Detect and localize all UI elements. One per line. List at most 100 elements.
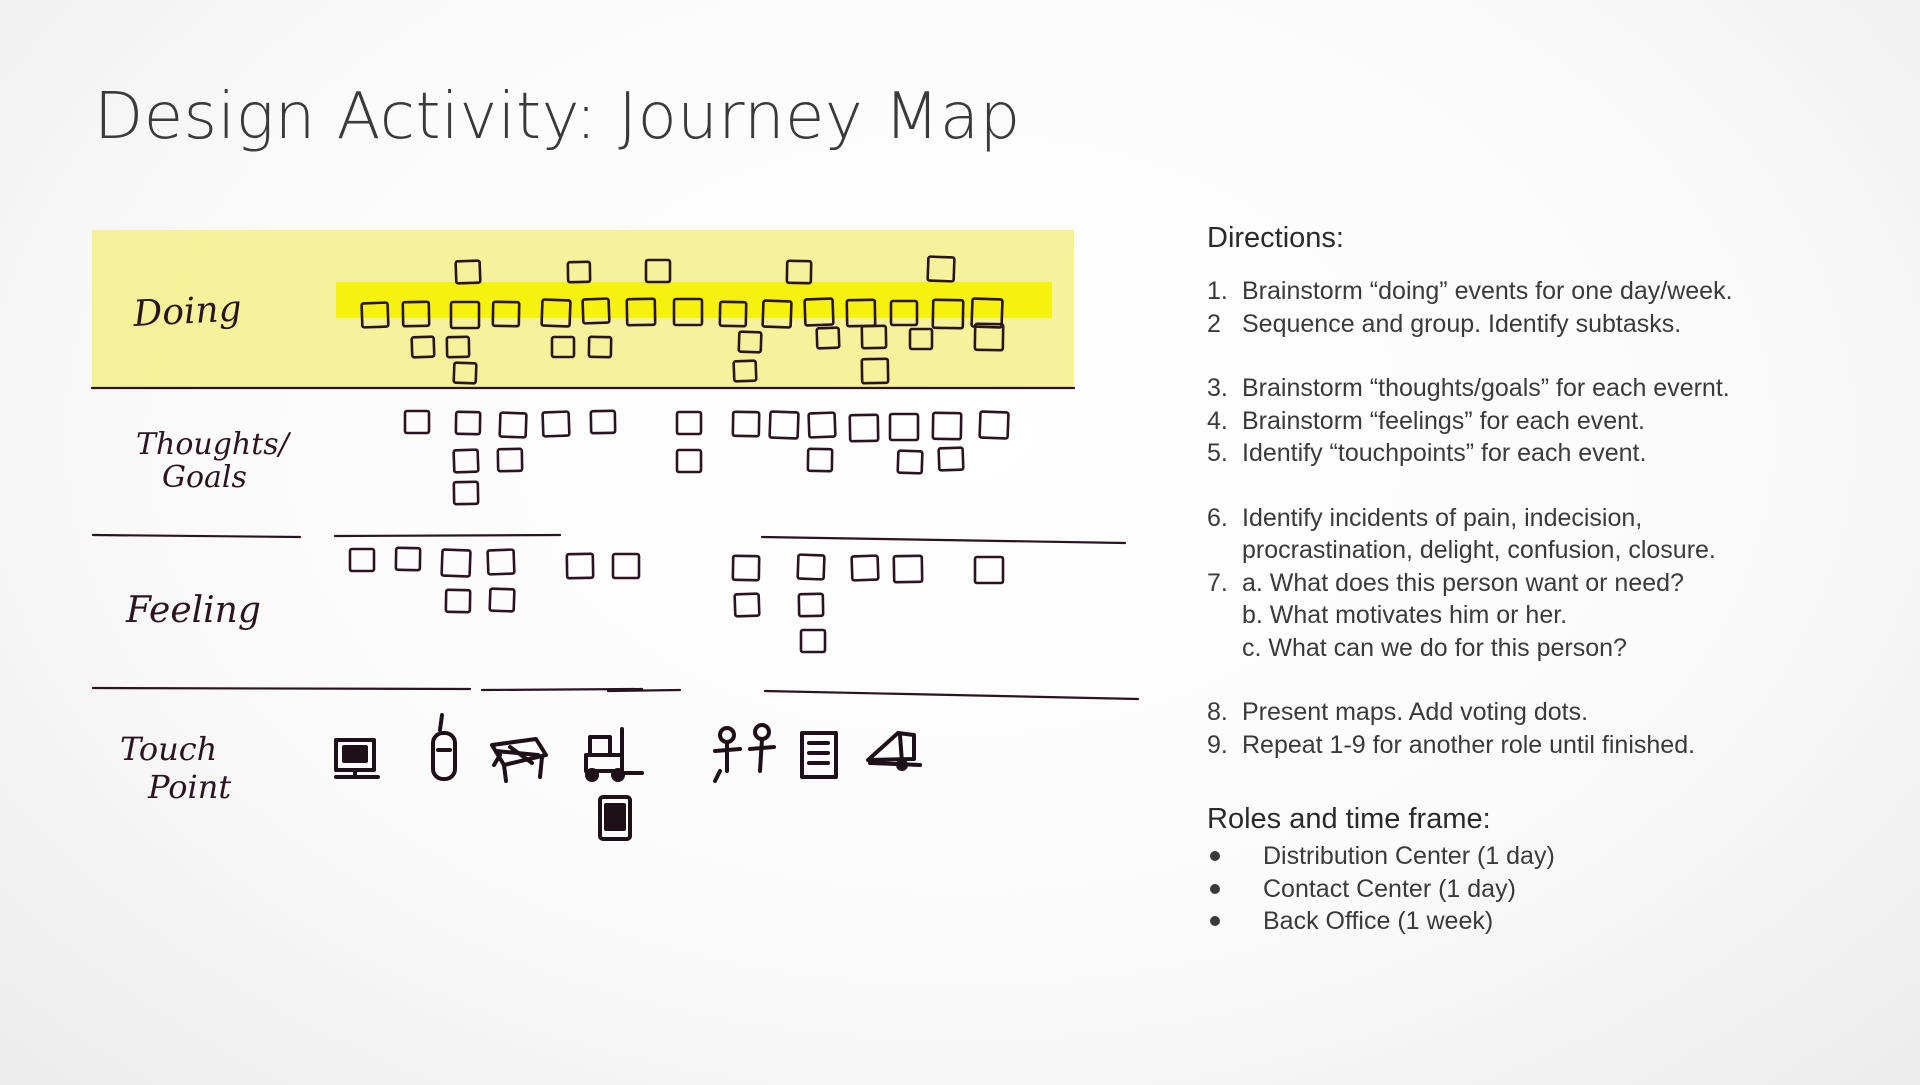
step-text: Identify “touchpoints” for each event. <box>1242 439 1647 467</box>
step-4: 4. Brainstorm “feelings” for each event. <box>1207 405 1847 438</box>
sticky-note-square <box>452 361 478 385</box>
sticky-note-square <box>625 297 657 327</box>
sticky-note-square <box>737 330 763 354</box>
sticky-note-square <box>449 300 481 330</box>
step-number: 8. <box>1207 698 1228 726</box>
sticky-note-square <box>926 255 956 283</box>
step-text: Identify incidents of pain, indecision, <box>1242 503 1643 532</box>
step-1: 1. Brainstorm “doing” events for one day/… <box>1207 275 1847 308</box>
step-number: 7. <box>1207 568 1228 597</box>
step-text: Repeat 1-9 for another role until finish… <box>1242 730 1696 759</box>
sticky-note-square <box>896 449 924 475</box>
step-text: Brainstorm “thoughts/goals” for each eve… <box>1242 374 1730 402</box>
step-text: Sequence and group. Identify subtasks. <box>1242 309 1682 338</box>
directions-heading: Directions: <box>1207 222 1344 254</box>
sticky-note-square <box>496 447 524 473</box>
role-item: Back Office (1 week) <box>1207 905 1847 938</box>
sticky-note-square <box>937 446 965 472</box>
sticky-note-square <box>394 546 422 572</box>
sticky-note-square <box>589 409 617 435</box>
sticky-note-square <box>978 410 1010 440</box>
people-icon <box>713 723 776 783</box>
sticky-note-square <box>540 298 572 328</box>
step-text: Present maps. Add voting dots. <box>1242 698 1589 726</box>
sticky-note-square <box>888 412 920 442</box>
sticky-note-square <box>401 300 431 328</box>
step-8: 8. Present maps. Add voting dots. <box>1207 696 1847 729</box>
package-icon <box>490 737 548 783</box>
sticky-note-square <box>931 298 965 330</box>
sticky-note-square <box>452 480 480 506</box>
step-text: Brainstorm “doing” events for one day/we… <box>1242 277 1733 305</box>
sticky-note-square <box>797 592 825 618</box>
step-number: 3. <box>1207 374 1228 402</box>
sticky-note-square <box>761 299 793 329</box>
sticky-note-square <box>445 335 471 359</box>
directions-panel: Directions: 1. Brainstorm “doing” events … <box>1207 222 1847 938</box>
sticky-note-square <box>675 448 703 474</box>
row-label-goals: Goals <box>162 460 247 495</box>
sticky-note-square <box>806 447 834 473</box>
sticky-note-square <box>403 409 431 435</box>
sticky-note-square <box>860 357 890 385</box>
sticky-note-square <box>491 300 521 328</box>
role-item: Contact Center (1 day) <box>1207 873 1847 906</box>
step-6: 6. Identify incidents of pain, indecision… <box>1207 502 1847 535</box>
sticky-note-square <box>675 410 703 436</box>
sticky-note-square <box>815 326 841 350</box>
monitor-icon <box>334 738 380 779</box>
bullet-icon <box>1210 916 1220 927</box>
role-text: Contact Center (1 day) <box>1263 874 1516 903</box>
sticky-note-square <box>803 297 835 327</box>
mobile-device-icon <box>598 795 632 841</box>
step-number: 4. <box>1207 406 1228 435</box>
delivery-truck-icon <box>866 731 922 771</box>
step-number: 5. <box>1207 439 1228 467</box>
sticky-note-square <box>768 410 800 440</box>
sticky-note-square <box>360 301 390 329</box>
sticky-note-square <box>731 410 761 438</box>
sticky-note-square <box>611 552 641 580</box>
step-number: 9. <box>1207 730 1228 759</box>
sticky-note-square <box>718 300 748 328</box>
step-number: 1. <box>1207 277 1228 305</box>
sticky-note-square <box>672 297 704 327</box>
sticky-note-square <box>444 588 472 614</box>
sticky-note-square <box>488 587 516 613</box>
step-text: a. What does this person want or need? <box>1242 568 1684 597</box>
step-text: Brainstorm “feelings” for each event. <box>1242 406 1645 435</box>
sticky-note-square <box>807 411 837 439</box>
step-7c: c. What can we do for this person? <box>1207 632 1847 665</box>
sticky-note-square <box>908 327 934 351</box>
sticky-note-square <box>498 411 528 439</box>
sticky-note-square <box>565 552 595 580</box>
sticky-note-square <box>892 554 924 584</box>
sticky-note-square <box>550 335 576 359</box>
sticky-note-square <box>733 592 761 618</box>
sticky-note-square <box>410 335 436 359</box>
bullet-icon <box>1210 851 1220 862</box>
sticky-note-square <box>566 260 592 284</box>
step-3: 3. Brainstorm “thoughts/goals” for each e… <box>1207 372 1847 405</box>
sticky-note-square <box>581 297 611 325</box>
roles-list: Distribution Center (1 day) Contact Cent… <box>1207 840 1847 938</box>
roles-heading: Roles and time frame: <box>1207 803 1491 835</box>
sticky-note-square <box>454 259 482 285</box>
step-text: c. What can we do for this person? <box>1242 633 1627 662</box>
forklift-icon <box>584 727 644 782</box>
slide-title: Design Activity: Journey Map <box>94 80 1021 154</box>
step-number: 6. <box>1207 503 1228 532</box>
sticky-note-square <box>848 413 880 443</box>
handheld-scanner-icon <box>431 713 457 781</box>
sticky-note-square <box>587 335 613 359</box>
sticky-note-square <box>973 322 1005 352</box>
row-label-doing: Doing <box>131 288 242 335</box>
sticky-note-square <box>486 548 516 576</box>
row-label-point: Point <box>147 768 231 806</box>
sticky-note-square <box>348 547 376 573</box>
step-9: 9. Repeat 1-9 for another role until fini… <box>1207 729 1847 762</box>
step-text: procrastination, delight, confusion, clo… <box>1242 536 1716 564</box>
sticky-note-square <box>931 411 963 441</box>
role-item: Distribution Center (1 day) <box>1207 840 1847 873</box>
